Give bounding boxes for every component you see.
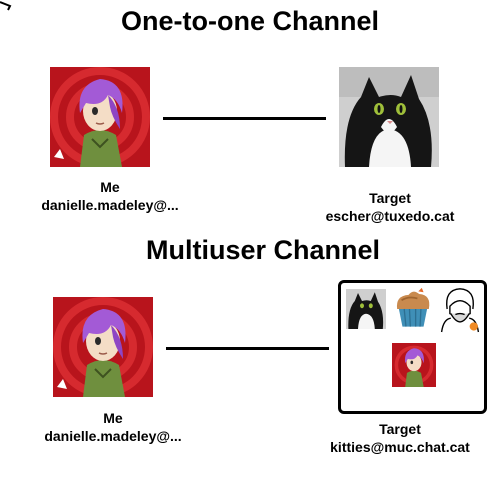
bearded-user-icon — [437, 286, 483, 333]
member-avatar-cat — [346, 289, 386, 329]
me-avatar-multiuser — [53, 297, 153, 397]
target-address-text: escher@tuxedo.cat — [325, 208, 455, 224]
me-address-text: danielle.madeley@... — [44, 428, 182, 444]
target-label: Target escher@tuxedo.cat — [300, 189, 480, 225]
me-role-text: Me — [103, 410, 123, 426]
anime-avatar-icon — [392, 343, 436, 387]
cupcake-icon — [391, 287, 435, 331]
muc-room-group — [338, 280, 487, 414]
muc-target-label: Target kitties@muc.chat.cat — [310, 420, 490, 456]
corner-arrow-icon — [0, 1, 12, 11]
multiuser-title: Multiuser Channel — [145, 235, 381, 265]
member-avatar-user — [437, 285, 483, 333]
member-avatar-cupcake — [391, 287, 435, 331]
member-avatar-danielle — [392, 343, 436, 387]
one-to-one-title: One-to-one Channel — [121, 6, 379, 36]
target-role-text: Target — [379, 421, 421, 437]
me-address-text: danielle.madeley@... — [41, 197, 179, 213]
tuxedo-cat-photo — [339, 67, 439, 167]
me-role-text: Me — [100, 179, 120, 195]
anime-avatar-icon — [50, 67, 150, 167]
target-role-text: Target — [369, 190, 411, 206]
target-avatar — [339, 67, 439, 167]
one-to-one-connector — [163, 117, 326, 120]
tuxedo-cat-photo — [346, 289, 386, 329]
anime-avatar-icon — [53, 297, 153, 397]
me-label: Me danielle.madeley@... — [0, 178, 220, 214]
me-label-multiuser: Me danielle.madeley@... — [3, 409, 223, 445]
target-address-text: kitties@muc.chat.cat — [330, 439, 470, 455]
me-avatar — [50, 67, 150, 167]
multiuser-connector — [166, 347, 329, 350]
